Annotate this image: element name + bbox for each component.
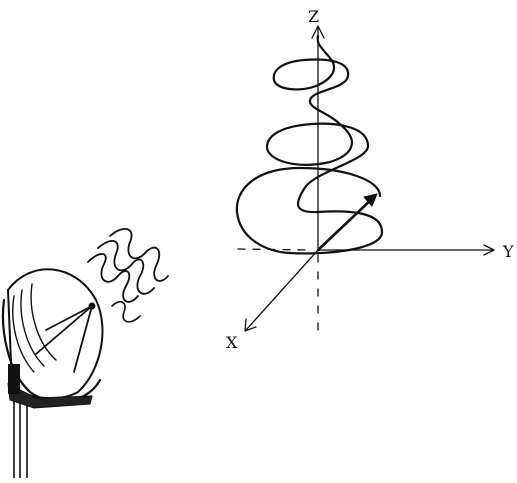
dish-rib-2 — [20, 289, 45, 367]
radio-wave-icon — [87, 228, 169, 323]
x-axis-arrowhead — [244, 318, 257, 332]
dish-rib-1 — [12, 295, 35, 373]
dish-mount — [7, 383, 93, 409]
satellite-dish-icon — [1, 268, 104, 479]
dish-bracket — [8, 364, 20, 394]
vector-arrow — [316, 193, 378, 252]
y-axis-arrowhead — [483, 244, 495, 256]
x-axis — [245, 249, 319, 331]
x-axis-label: X — [226, 333, 238, 352]
dish-bowl — [6, 268, 104, 400]
z-axis-label: Z — [308, 7, 319, 26]
z-axis-arrowhead — [311, 25, 325, 39]
wave-line-1 — [87, 253, 139, 303]
field-vector-head — [363, 193, 378, 207]
feed-strut-3 — [35, 305, 93, 355]
dish-rib-3 — [30, 283, 57, 361]
y-axis-negative — [237, 248, 313, 251]
wave-line-2 — [97, 240, 155, 295]
wave-line-3 — [109, 228, 169, 282]
wave-line-4 — [111, 300, 141, 323]
field-vector — [316, 195, 376, 252]
feed-strut-2 — [73, 305, 93, 373]
helix-curve — [235, 34, 384, 255]
y-axis-label: Y — [502, 242, 514, 261]
feed-horn — [88, 302, 96, 310]
feed-strut-1 — [45, 305, 93, 331]
